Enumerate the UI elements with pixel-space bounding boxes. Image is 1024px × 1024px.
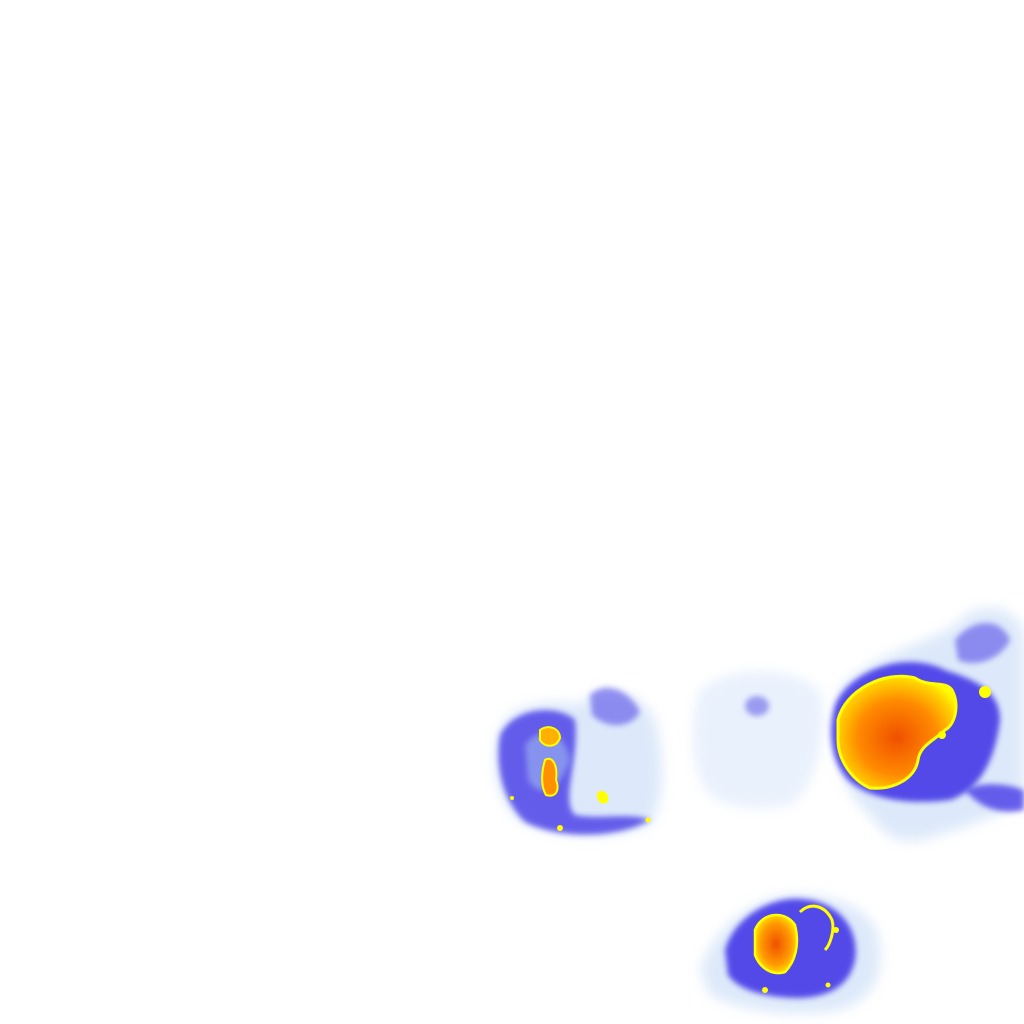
hotspot-right-small-1 [979, 686, 991, 698]
hotspot-left-2 [541, 757, 559, 797]
blob-right-upper-lobe [955, 623, 1010, 664]
hotspot-left-1 [539, 726, 562, 747]
hotspot-bottom-small-2 [825, 982, 831, 988]
hotspot-left-4 [510, 796, 514, 800]
blob-bottom [700, 894, 881, 1014]
blob-right [831, 608, 1024, 841]
hotspot-bottom-small-3 [833, 927, 839, 933]
hotspot-bottom-core [753, 913, 799, 975]
blob-left-upper-lobe [590, 687, 640, 726]
hotspot-bottom-small-1 [762, 987, 768, 993]
hotspot-right-core [836, 674, 958, 790]
hotspot-left-5 [557, 825, 563, 831]
hotspot-left-6 [645, 817, 651, 823]
blob-left [495, 687, 662, 836]
hotspot-left-3 [596, 790, 609, 804]
blob-middle [693, 671, 824, 809]
hotspot-bottom-arc [798, 904, 835, 952]
blob-right-lower-tail [965, 784, 1024, 812]
hotspot-right-small-2 [938, 731, 946, 739]
blob-middle-spot [745, 696, 769, 716]
blob-middle-faint [693, 671, 824, 809]
